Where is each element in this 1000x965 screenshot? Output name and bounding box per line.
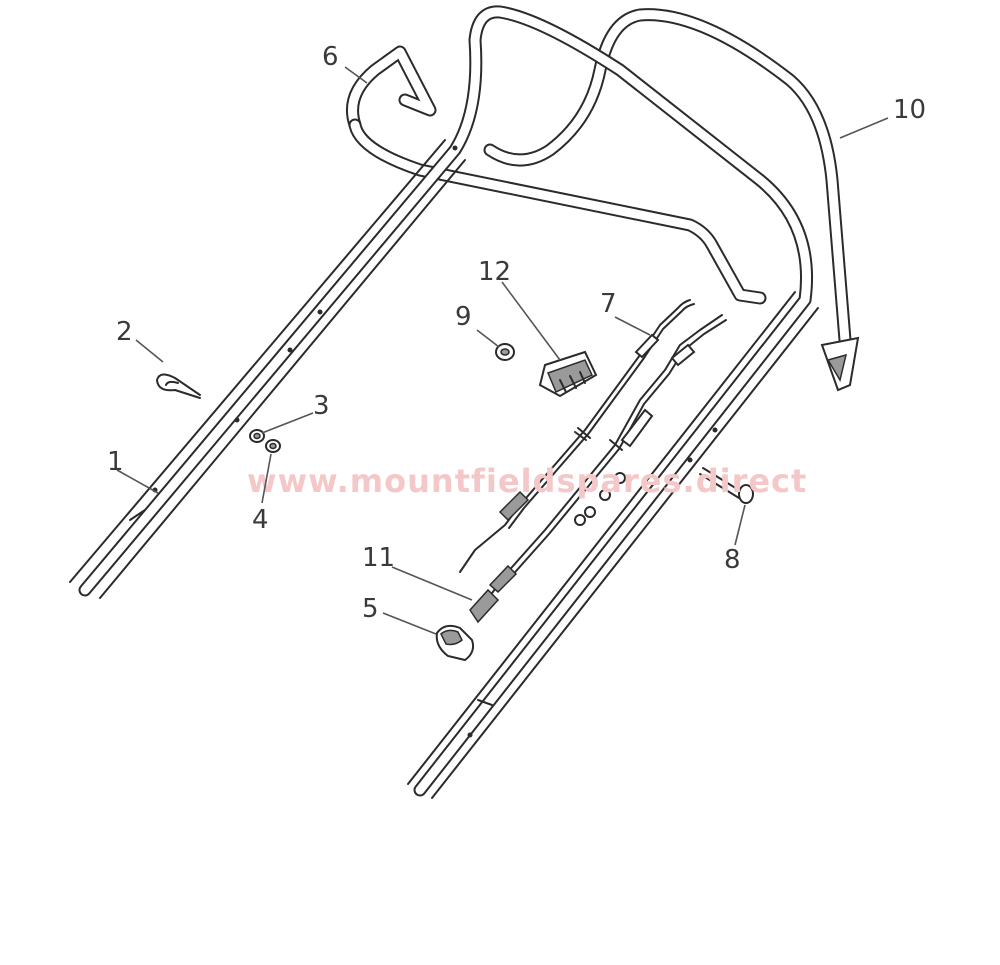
part-12-cable-clip [538, 350, 598, 398]
part-11-control-cable [469, 314, 727, 624]
callout-6: 6 [322, 42, 339, 72]
callout-1: 1 [107, 447, 124, 477]
part-10-bail-bar [483, 8, 860, 392]
callout-2: 2 [116, 317, 133, 347]
callout-8: 8 [724, 545, 741, 575]
callout-11: 11 [362, 543, 395, 573]
part-9-nut [495, 343, 515, 361]
callouts: 1 2 3 4 5 6 7 8 9 10 11 12 [107, 42, 926, 624]
callout-7: 7 [600, 289, 617, 319]
part-4-nut [265, 439, 281, 453]
callout-9: 9 [455, 302, 472, 332]
part-3-washer [249, 429, 265, 443]
leader-lines [116, 66, 889, 635]
callout-3: 3 [313, 391, 330, 421]
cable-washers [574, 472, 626, 526]
watermark-text: www.mountfieldspares.direct [247, 462, 807, 500]
part-7-control-cable [459, 299, 695, 573]
callout-5: 5 [362, 594, 379, 624]
part-8-bolt [699, 467, 754, 504]
callout-12: 12 [478, 257, 511, 287]
callout-10: 10 [893, 95, 926, 125]
part-6-hook-bracket [346, 45, 767, 305]
callout-4: 4 [252, 505, 269, 535]
part-5-cable-clamp [435, 624, 475, 662]
part-2-hook-pin [156, 373, 201, 399]
upper-handle-frame [69, 5, 819, 799]
